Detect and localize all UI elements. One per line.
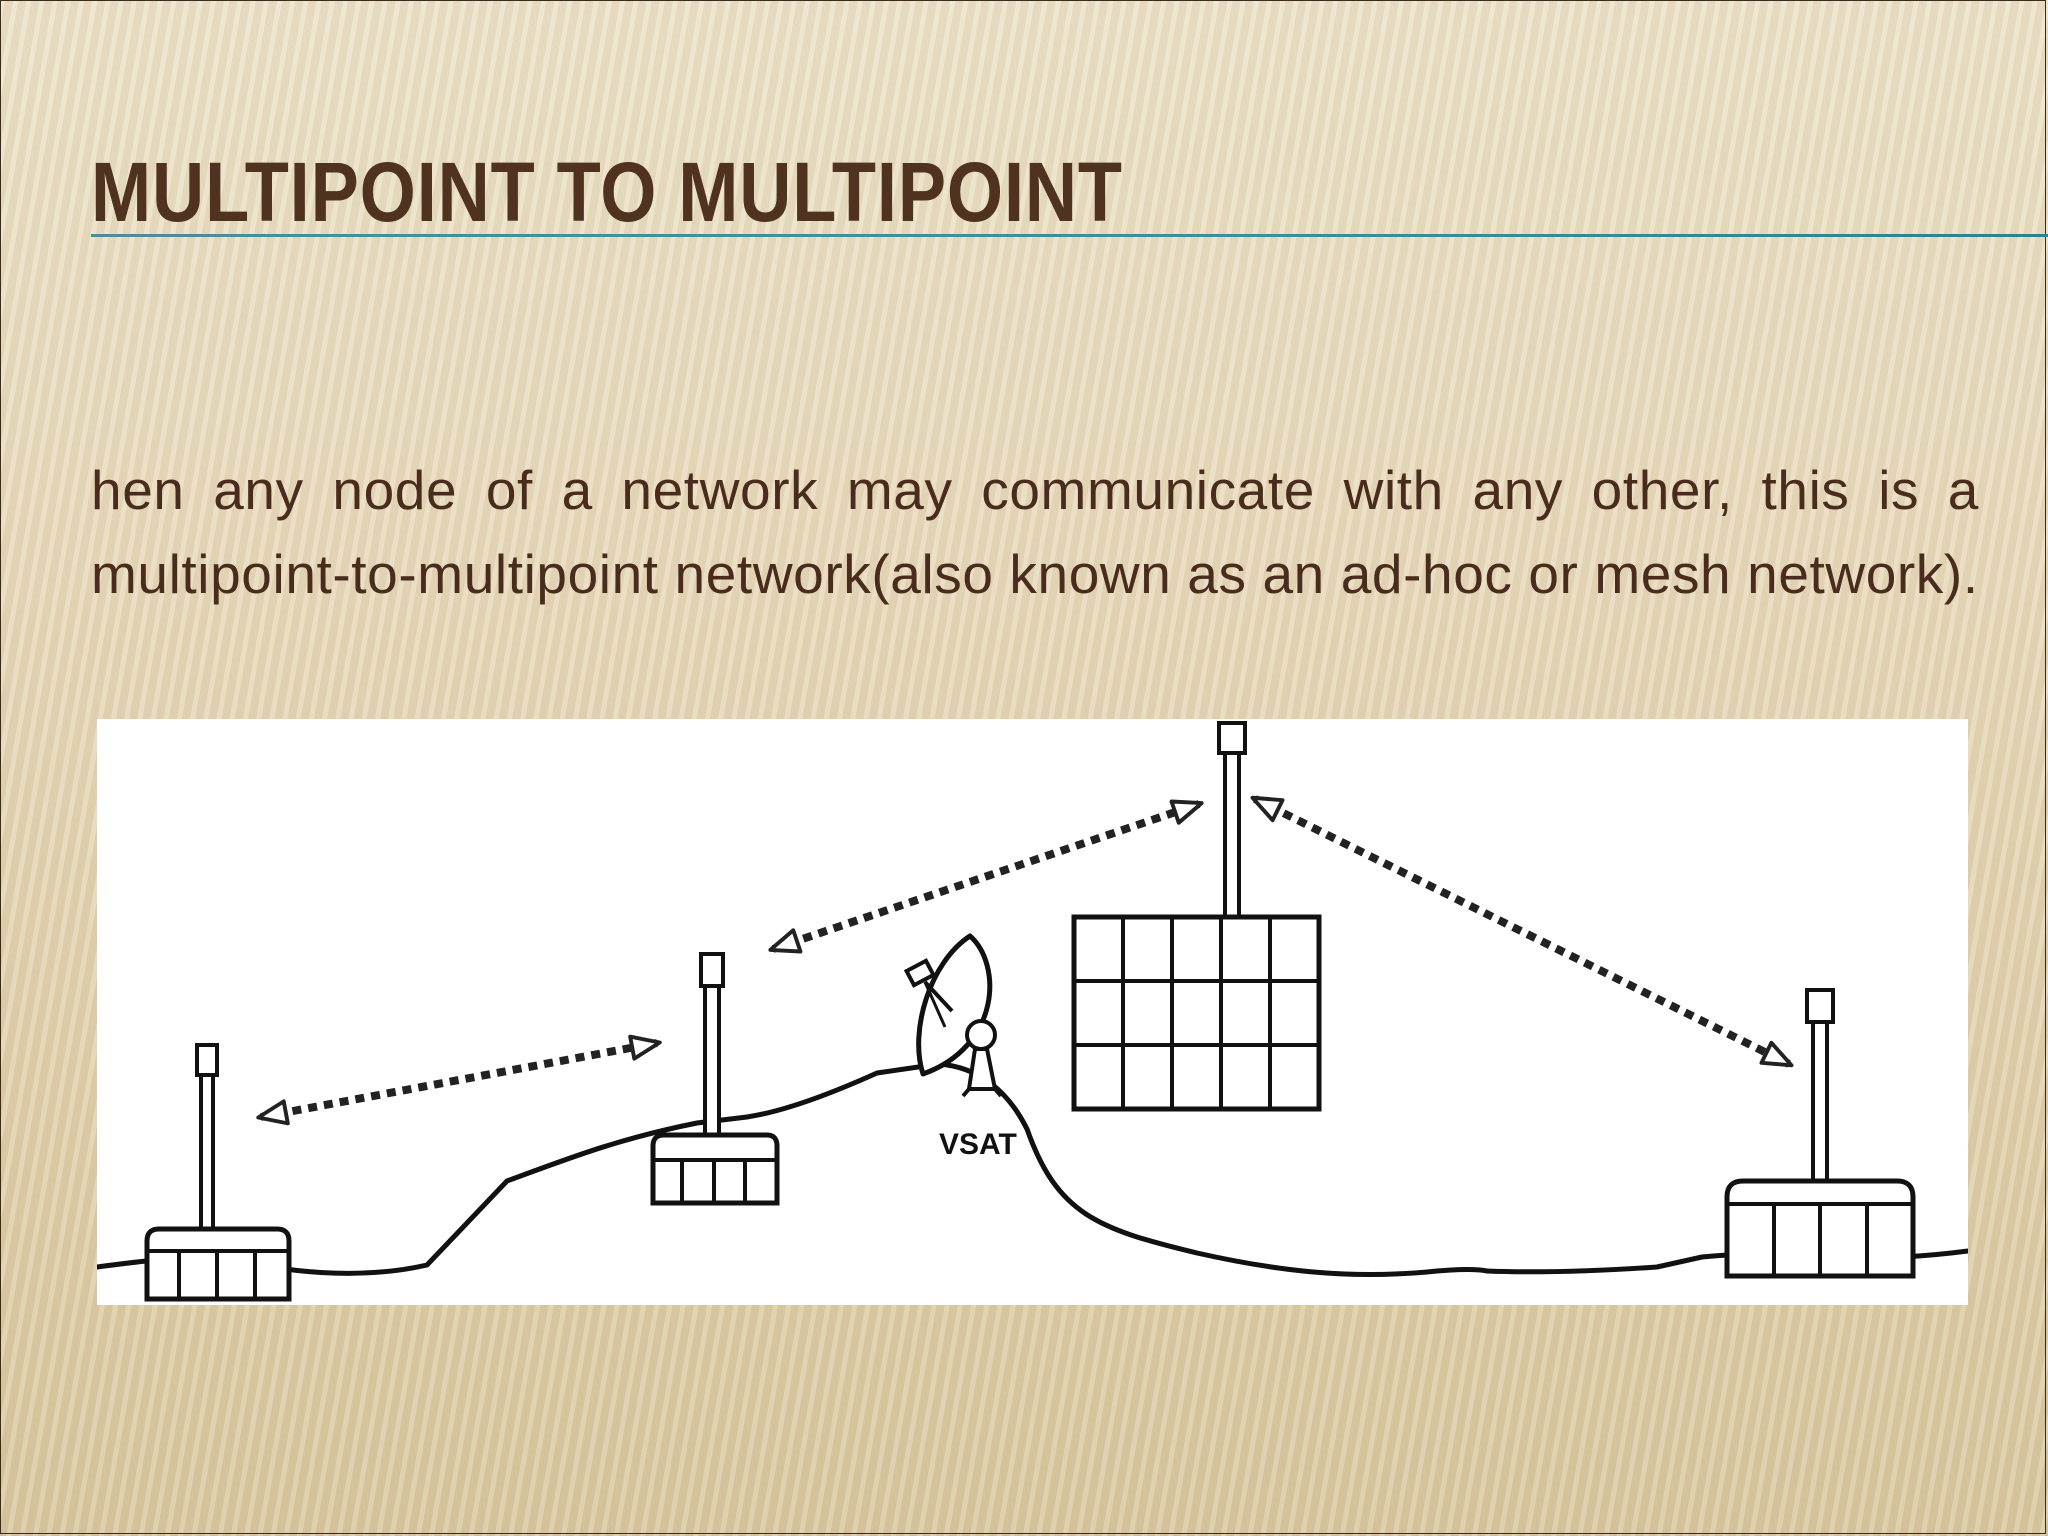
network-diagram: VSAT <box>97 719 1968 1305</box>
title-underline <box>91 234 2048 237</box>
right-station <box>1724 988 1916 1279</box>
antenna-icon <box>195 1043 219 1232</box>
building-icon <box>650 1132 780 1206</box>
left-station <box>144 1043 292 1302</box>
slide-body-text: hen any node of a network may communicat… <box>91 459 1979 605</box>
middle-station <box>650 952 780 1206</box>
terrain-line <box>97 1061 1968 1278</box>
central-building <box>1071 721 1322 1112</box>
link-middle-central <box>768 799 1204 954</box>
building-icon <box>1724 1178 1916 1279</box>
link-central-right <box>1250 795 1794 1068</box>
vsat-label: VSAT <box>939 1128 1017 1161</box>
building-icon <box>144 1226 292 1302</box>
satellite-dish-icon <box>903 933 1003 1098</box>
slide-title: MULTIPOINT TO MULTIPOINT <box>91 145 1123 239</box>
link-left-middle <box>256 1034 662 1126</box>
building-icon <box>1071 914 1322 1112</box>
network-diagram-svg: VSAT <box>97 721 1968 1302</box>
antenna-icon <box>1217 721 1247 937</box>
